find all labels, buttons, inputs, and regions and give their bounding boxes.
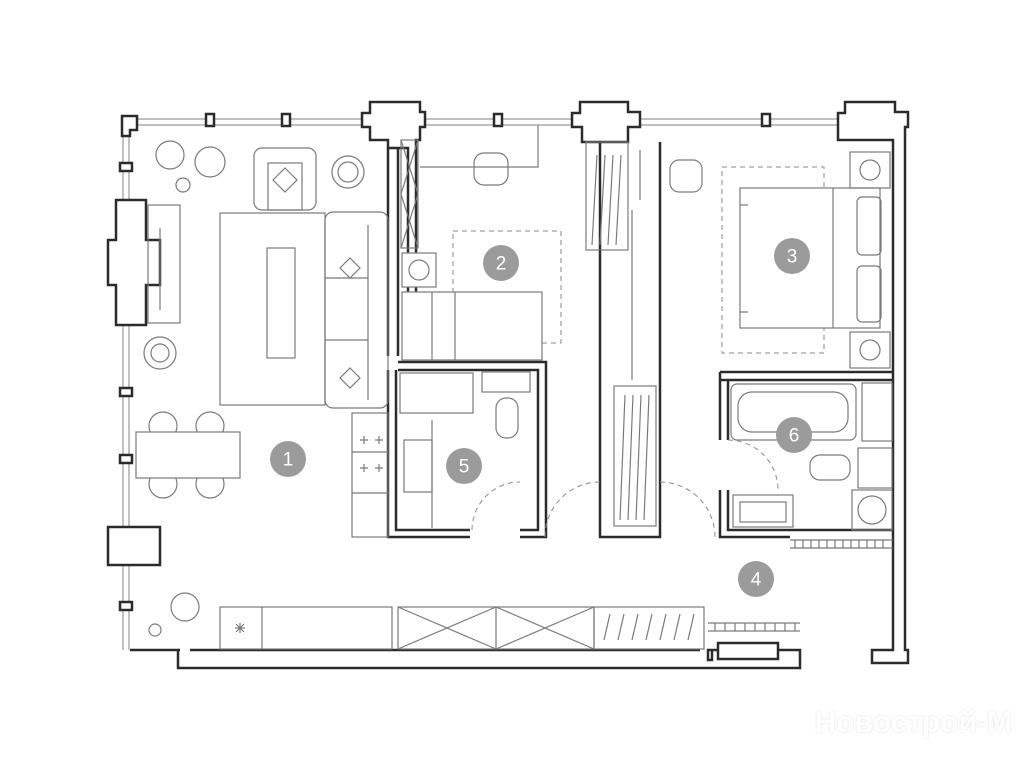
room-number: 2	[496, 254, 507, 275]
walls	[106, 100, 910, 670]
room-number: 3	[787, 247, 798, 268]
living-furniture	[135, 140, 705, 650]
radiators	[708, 539, 893, 661]
room-badge-1: 1	[270, 441, 306, 477]
room-badge-3: 3	[774, 238, 810, 274]
bedroom3-furniture	[721, 151, 891, 369]
bedroom2-furniture	[400, 125, 562, 361]
room-badge-5: 5	[446, 448, 482, 484]
bathroom5-fixtures	[399, 371, 531, 528]
room-number: 1	[283, 450, 294, 471]
room-number: 4	[751, 570, 762, 591]
doors	[471, 439, 779, 538]
room-badge-4: 4	[738, 561, 774, 597]
watermark: Новострой-М	[814, 706, 1012, 739]
wardrobes	[585, 141, 703, 527]
room-badge-6: 6	[776, 417, 812, 453]
windows	[118, 112, 840, 650]
bathroom6-fixtures	[730, 382, 893, 531]
room-number: 6	[789, 426, 800, 447]
room-number: 5	[459, 457, 470, 478]
room-badge-2: 2	[483, 245, 519, 281]
